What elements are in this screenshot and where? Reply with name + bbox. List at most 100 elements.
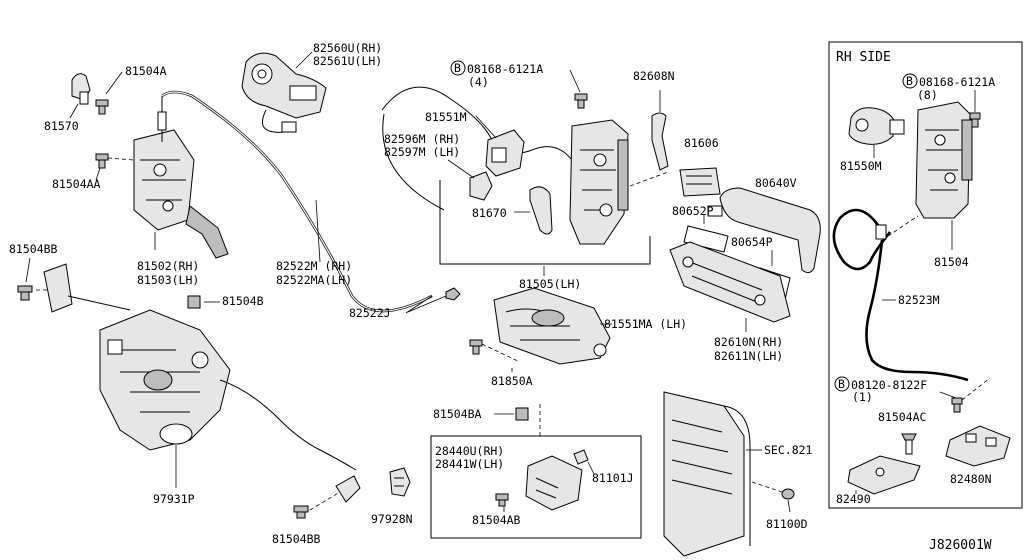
screw-81504bb-top — [17, 285, 33, 301]
part-label-82597m: 82597M (LH) — [384, 145, 460, 159]
screw-81850a — [469, 339, 521, 372]
outside-handle-80640v — [707, 187, 821, 274]
screw-icon — [293, 505, 309, 519]
part-label-81505: 81505(LH) — [519, 277, 581, 291]
part-label-97928n: 97928N — [371, 512, 413, 526]
rh-actuator-81550m — [848, 107, 905, 158]
actuator-97931p — [99, 309, 357, 488]
switch-82480n — [945, 425, 1011, 467]
part-label-81551ma: 81551MA (LH) — [604, 317, 687, 331]
front-door-latch — [569, 119, 669, 245]
plug-81100d — [751, 481, 795, 513]
part-label-82608n: 82608N — [633, 69, 675, 83]
part-label-80640v: 80640V — [755, 176, 797, 190]
center-bolt-callout: B 08168-6121A (4) — [450, 60, 588, 109]
screw-81504aa — [95, 153, 109, 169]
screw-icon — [469, 339, 483, 355]
part-label-81551m: 81551M — [425, 110, 467, 124]
svg-text:(1): (1) — [852, 390, 873, 404]
rh-door-latch-81504 — [915, 101, 973, 250]
rh-side-frame — [828, 41, 1023, 509]
bolt-badge-icon — [834, 376, 850, 392]
bracket-82596m — [447, 159, 493, 201]
part-label-82480n: 82480N — [950, 472, 992, 486]
nut-icon — [515, 407, 529, 421]
body-panel-sec821 — [663, 391, 762, 557]
gasket-80652p — [683, 214, 729, 253]
rh-side-title: RH SIDE — [836, 50, 891, 65]
control-unit-frame — [430, 435, 642, 539]
screw-icon — [17, 285, 33, 301]
inside-handle-81670 — [514, 186, 553, 235]
screw-81504a — [95, 99, 109, 115]
rod-82608n — [651, 90, 669, 171]
part-label-81670: 81670 — [472, 206, 507, 220]
part-label-28440u: 28440U(RH) — [435, 444, 504, 458]
rod-cable-82522m — [161, 90, 433, 313]
part-label-82610n: 82610N(RH) — [714, 335, 783, 349]
part-label-81502: 81502(RH) — [137, 259, 199, 273]
svg-text:(4): (4) — [468, 75, 489, 89]
clip-81504ac — [901, 433, 917, 455]
connector-97928n — [389, 467, 411, 497]
clip-81570 — [71, 73, 91, 105]
grommet-icon — [445, 287, 461, 301]
nut-icon — [187, 295, 201, 309]
part-label-81504aa: 81504AA — [52, 177, 101, 191]
part-label-81550m: 81550M — [840, 159, 882, 173]
part-label-81101j: 81101J — [592, 471, 634, 485]
part-label-81504ac: 81504AC — [878, 410, 927, 424]
part-label-81503: 81503(LH) — [137, 273, 199, 287]
part-label-sec821: SEC.821 — [764, 443, 813, 457]
part-label-81504ab: 81504AB — [472, 513, 521, 527]
svg-text:B: B — [906, 74, 913, 88]
svg-text:B: B — [454, 61, 461, 75]
screw-81504ab — [495, 493, 509, 512]
screw-icon — [574, 93, 588, 109]
actuator-81551m — [475, 115, 525, 177]
part-label-80654p: 80654P — [731, 235, 773, 249]
screw-icon — [95, 153, 109, 169]
part-label-82523m: 82523M — [898, 293, 940, 307]
part-label-97931p: 97931P — [153, 492, 195, 506]
rh-cable-82523m — [832, 208, 969, 382]
part-label-82522ma: 82522MA(LH) — [276, 273, 352, 287]
rear-latch-81502 — [133, 96, 229, 259]
part-label-81850a: 81850A — [491, 374, 533, 388]
svg-text:(8): (8) — [917, 88, 938, 102]
svg-text:08168-6121A: 08168-6121A — [919, 75, 995, 89]
part-label-82490: 82490 — [836, 492, 871, 506]
part-label-81504: 81504 — [934, 255, 969, 269]
hinge-bracket — [36, 263, 131, 313]
clip-81101j — [573, 449, 595, 475]
handle-frame-82610n — [669, 241, 791, 332]
part-label-28441w: 28441W(LH) — [435, 457, 504, 471]
diagram-code: J826001W — [929, 538, 992, 553]
part-label-81606: 81606 — [684, 136, 719, 150]
part-label-81504b: 81504B — [222, 294, 264, 308]
bolt-badge-icon — [450, 60, 466, 76]
actuator-81551ma — [493, 287, 612, 365]
part-label-81504ba: 81504BA — [433, 407, 482, 421]
svg-text:B: B — [838, 377, 845, 391]
screw-icon — [495, 493, 509, 507]
part-label-81570: 81570 — [44, 119, 79, 133]
part-label-81504bb-top: 81504BB — [9, 242, 58, 256]
screw-icon — [95, 99, 109, 115]
rh-bolt2-callout: B 08120-8122F (1) — [834, 376, 991, 413]
group-bracket-81505 — [439, 180, 651, 265]
part-label-80652p: 80652P — [672, 204, 714, 218]
motor-82560u — [241, 51, 327, 133]
screw-81504bb-bot — [293, 475, 361, 519]
part-label-81504a: 81504A — [125, 64, 167, 78]
part-label-82596m: 82596M (RH) — [384, 132, 460, 146]
svg-text:08120-8122F: 08120-8122F — [851, 378, 927, 392]
screw-icon — [951, 397, 963, 413]
part-label-82561u: 82561U(LH) — [313, 54, 382, 68]
part-label-82522j: 82522J — [349, 306, 391, 320]
bracket-82490 — [847, 455, 921, 495]
escutcheon-81606 — [679, 167, 721, 197]
part-label-81504bb-bot: 81504BB — [272, 532, 321, 546]
svg-text:08168-6121A: 08168-6121A — [467, 62, 543, 76]
